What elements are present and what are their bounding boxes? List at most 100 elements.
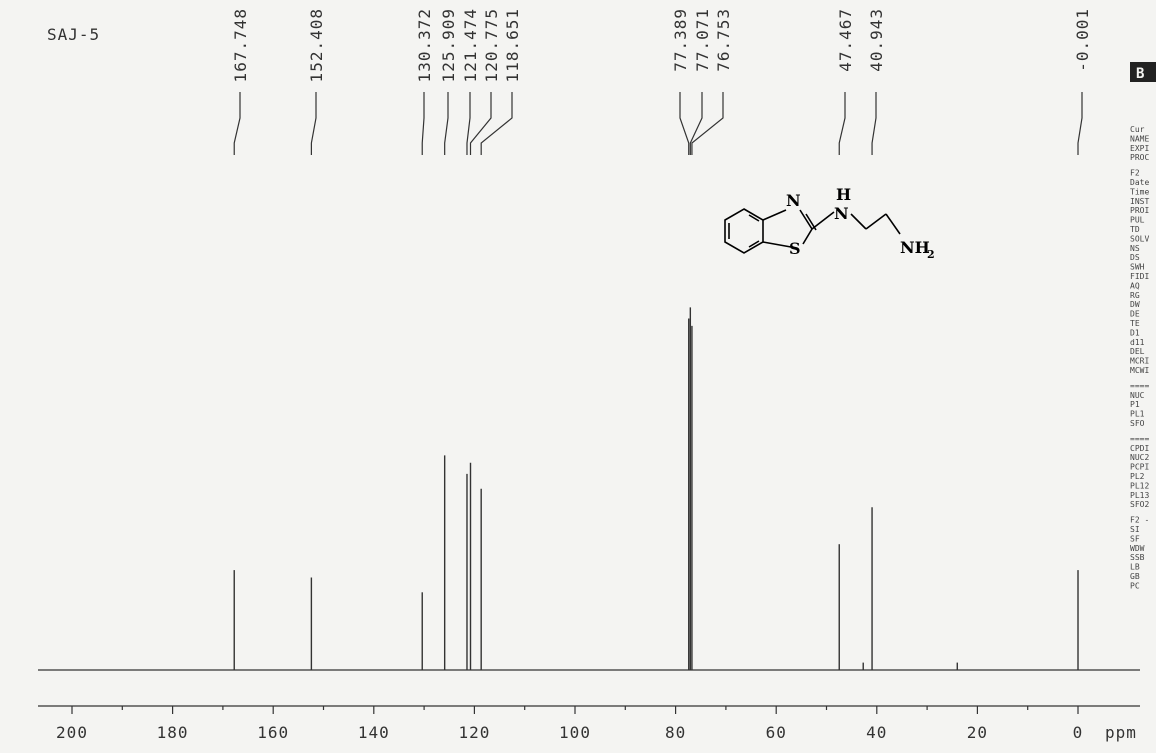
parameter-key: INST bbox=[1130, 197, 1149, 206]
parameter-key: P1 bbox=[1130, 400, 1140, 409]
parameter-key: CPDI bbox=[1130, 444, 1149, 453]
parameter-key: NUC2 bbox=[1130, 453, 1149, 462]
molecule-structure bbox=[724, 208, 901, 254]
parameter-key: F2 bbox=[1130, 169, 1140, 178]
terminal-amine-subscript: 2 bbox=[927, 248, 935, 261]
parameter-key: NUC bbox=[1130, 391, 1145, 400]
chain-bond bbox=[811, 211, 835, 230]
peak-shift-label: 76.753 bbox=[714, 8, 733, 72]
parameter-key: PCPI bbox=[1130, 463, 1149, 472]
parameter-key: AQ bbox=[1130, 281, 1140, 290]
x-tick-label: 20 bbox=[967, 723, 988, 742]
benzene-ring bbox=[724, 208, 764, 254]
parameter-key: DEL bbox=[1130, 347, 1145, 356]
parameter-key: PL1 bbox=[1130, 410, 1145, 419]
peak-shift-label: 167.748 bbox=[231, 8, 250, 82]
parameter-key: NS bbox=[1130, 244, 1140, 253]
parameter-key: GB bbox=[1130, 572, 1140, 581]
parameter-key: EXPI bbox=[1130, 144, 1149, 153]
peak-shift-label: 120.775 bbox=[482, 8, 501, 82]
parameter-key: NAME bbox=[1130, 134, 1149, 143]
peak-shift-label: 47.467 bbox=[836, 8, 855, 72]
peak-shift-label: 77.389 bbox=[671, 8, 690, 72]
parameter-key: PUL bbox=[1130, 216, 1145, 225]
parameter-key: PROI bbox=[1130, 206, 1149, 215]
parameter-key: ==== bbox=[1130, 434, 1149, 443]
ring-sulfur-label: S bbox=[789, 239, 801, 258]
sample-title: SAJ-5 bbox=[47, 25, 100, 44]
peak-shift-label: 121.474 bbox=[461, 8, 480, 82]
peak-connector bbox=[469, 92, 492, 155]
peak-connector bbox=[466, 92, 471, 155]
corner-header-box: B bbox=[1130, 62, 1156, 82]
parameter-key: Date bbox=[1130, 178, 1149, 187]
peak-shift-label: 40.943 bbox=[867, 8, 886, 72]
parameter-key: MCRI bbox=[1130, 357, 1149, 366]
parameter-key: TD bbox=[1130, 225, 1140, 234]
parameter-key: WDW bbox=[1130, 544, 1145, 553]
peak-connector bbox=[1077, 92, 1083, 155]
parameter-key: F2 - bbox=[1130, 516, 1149, 525]
peak-connector bbox=[838, 92, 846, 155]
peak-connector bbox=[233, 92, 241, 155]
thiazole-bond bbox=[762, 209, 787, 221]
x-tick-label: 100 bbox=[559, 723, 591, 742]
parameter-key: LB bbox=[1130, 563, 1140, 572]
parameter-key: SOLV bbox=[1130, 234, 1149, 243]
x-tick-label: 120 bbox=[458, 723, 490, 742]
parameter-key: PL13 bbox=[1130, 491, 1149, 500]
ring-nitrogen-label: N bbox=[786, 191, 801, 210]
corner-box-label: B bbox=[1136, 66, 1144, 82]
parameter-key: DE bbox=[1130, 310, 1140, 319]
x-tick-label: 160 bbox=[257, 723, 289, 742]
parameter-key: DW bbox=[1130, 300, 1140, 309]
amine-hydrogen-label: H bbox=[836, 185, 851, 204]
terminal-amine-label: NH bbox=[900, 238, 930, 257]
amine-nitrogen-label: N bbox=[834, 204, 849, 223]
x-tick-label: 40 bbox=[866, 723, 887, 742]
parameter-key: PC bbox=[1130, 581, 1140, 590]
parameter-key: D1 bbox=[1130, 328, 1140, 337]
peak-connectors bbox=[233, 92, 1083, 155]
parameter-key: SWH bbox=[1130, 263, 1145, 272]
peak-connector bbox=[421, 92, 425, 155]
peak-connector bbox=[679, 92, 690, 155]
peak-shift-label: 77.071 bbox=[693, 8, 712, 72]
parameter-key: Time bbox=[1130, 187, 1149, 196]
x-axis-unit-label: ppm bbox=[1105, 723, 1137, 742]
peak-shift-label: -0.001 bbox=[1073, 8, 1092, 72]
parameter-key: PROC bbox=[1130, 153, 1149, 162]
peak-connector bbox=[480, 92, 513, 155]
peak-shift-label: 152.408 bbox=[307, 8, 326, 82]
peak-shift-label: 130.372 bbox=[415, 8, 434, 82]
peak-connector bbox=[871, 92, 877, 155]
parameter-key: SFO2 bbox=[1130, 500, 1149, 509]
x-tick-label: 60 bbox=[766, 723, 787, 742]
parameter-key: FIDI bbox=[1130, 272, 1149, 281]
peak-connector bbox=[689, 92, 703, 155]
x-tick-label: 180 bbox=[157, 723, 189, 742]
spectrum-peaks bbox=[233, 307, 1079, 670]
peak-shift-label: 125.909 bbox=[439, 8, 458, 82]
parameter-key: SI bbox=[1130, 525, 1140, 534]
peak-shift-label: 118.651 bbox=[503, 8, 522, 82]
parameter-key: DS bbox=[1130, 253, 1140, 262]
x-tick-label: 80 bbox=[665, 723, 686, 742]
parameter-key: TE bbox=[1130, 319, 1140, 328]
parameter-key: SF bbox=[1130, 534, 1140, 543]
parameter-key: ==== bbox=[1130, 381, 1149, 390]
parameter-key: SSB bbox=[1130, 553, 1145, 562]
parameter-key: d11 bbox=[1130, 338, 1145, 347]
parameter-key: MCWI bbox=[1130, 366, 1149, 375]
x-tick-label: 0 bbox=[1073, 723, 1084, 742]
parameter-key: SFO bbox=[1130, 419, 1145, 428]
parameter-key: Cur bbox=[1130, 125, 1145, 134]
parameter-key: RG bbox=[1130, 291, 1140, 300]
x-tick-label: 140 bbox=[358, 723, 390, 742]
x-tick-label: 200 bbox=[56, 723, 88, 742]
peak-connector bbox=[444, 92, 449, 155]
